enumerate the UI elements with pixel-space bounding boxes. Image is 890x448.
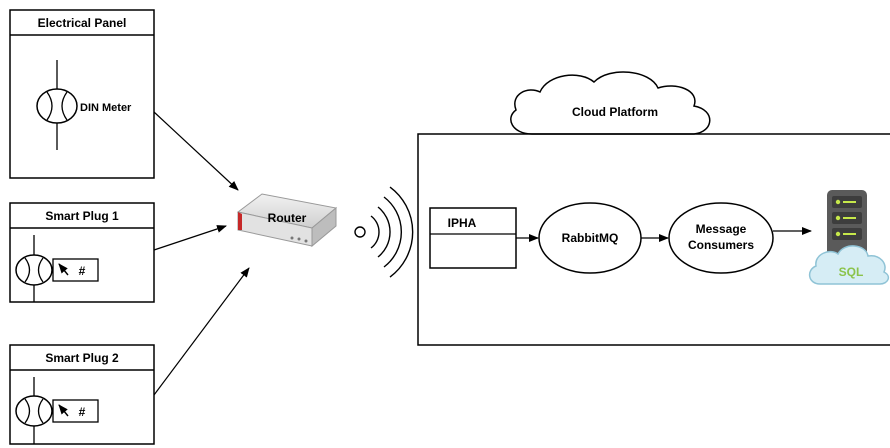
arrow-icon — [58, 263, 69, 276]
counter-symbol: # — [79, 264, 86, 278]
connector-meter-router — [153, 111, 239, 191]
consumers-label-line1: Message — [696, 222, 747, 236]
counter-box — [52, 258, 99, 282]
sql-cloud-icon — [808, 245, 890, 285]
smart-plug-2-panel: Smart Plug 2 # — [9, 344, 155, 445]
meter-icon — [36, 60, 78, 150]
server-icon — [827, 190, 867, 264]
sql-label: SQL — [839, 265, 864, 279]
meter-icon — [15, 235, 53, 302]
cloud-platform-label: Cloud Platform — [572, 105, 658, 119]
wireless-signal-icon — [354, 186, 414, 278]
smart-plug-1-title: Smart Plug 1 — [45, 209, 119, 223]
connectors — [153, 111, 250, 396]
meter-icon — [15, 377, 53, 444]
smart-plug-1-panel: Smart Plug 1 # — [9, 202, 155, 303]
connector-plug1-router — [153, 225, 227, 251]
arrow-icon — [58, 404, 69, 417]
router-label: Router — [268, 211, 307, 225]
ipha-box: IPHA — [429, 207, 517, 269]
ipha-label: IPHA — [448, 216, 477, 230]
smart-plug-2-title: Smart Plug 2 — [45, 351, 119, 365]
router-icon — [236, 193, 338, 248]
electrical-panel: Electrical Panel DIN Meter — [9, 9, 155, 179]
consumers-label-line2: Consumers — [688, 238, 754, 252]
rabbitmq-label: RabbitMQ — [562, 231, 619, 245]
cloud-icon — [510, 71, 711, 135]
cloud-platform-box — [417, 133, 890, 346]
connector-plug2-router — [153, 267, 250, 396]
message-consumers-node — [668, 202, 774, 274]
counter-box — [52, 399, 99, 423]
din-meter-label: DIN Meter — [80, 102, 132, 114]
electrical-panel-title: Electrical Panel — [38, 16, 127, 30]
counter-symbol: # — [79, 405, 86, 419]
